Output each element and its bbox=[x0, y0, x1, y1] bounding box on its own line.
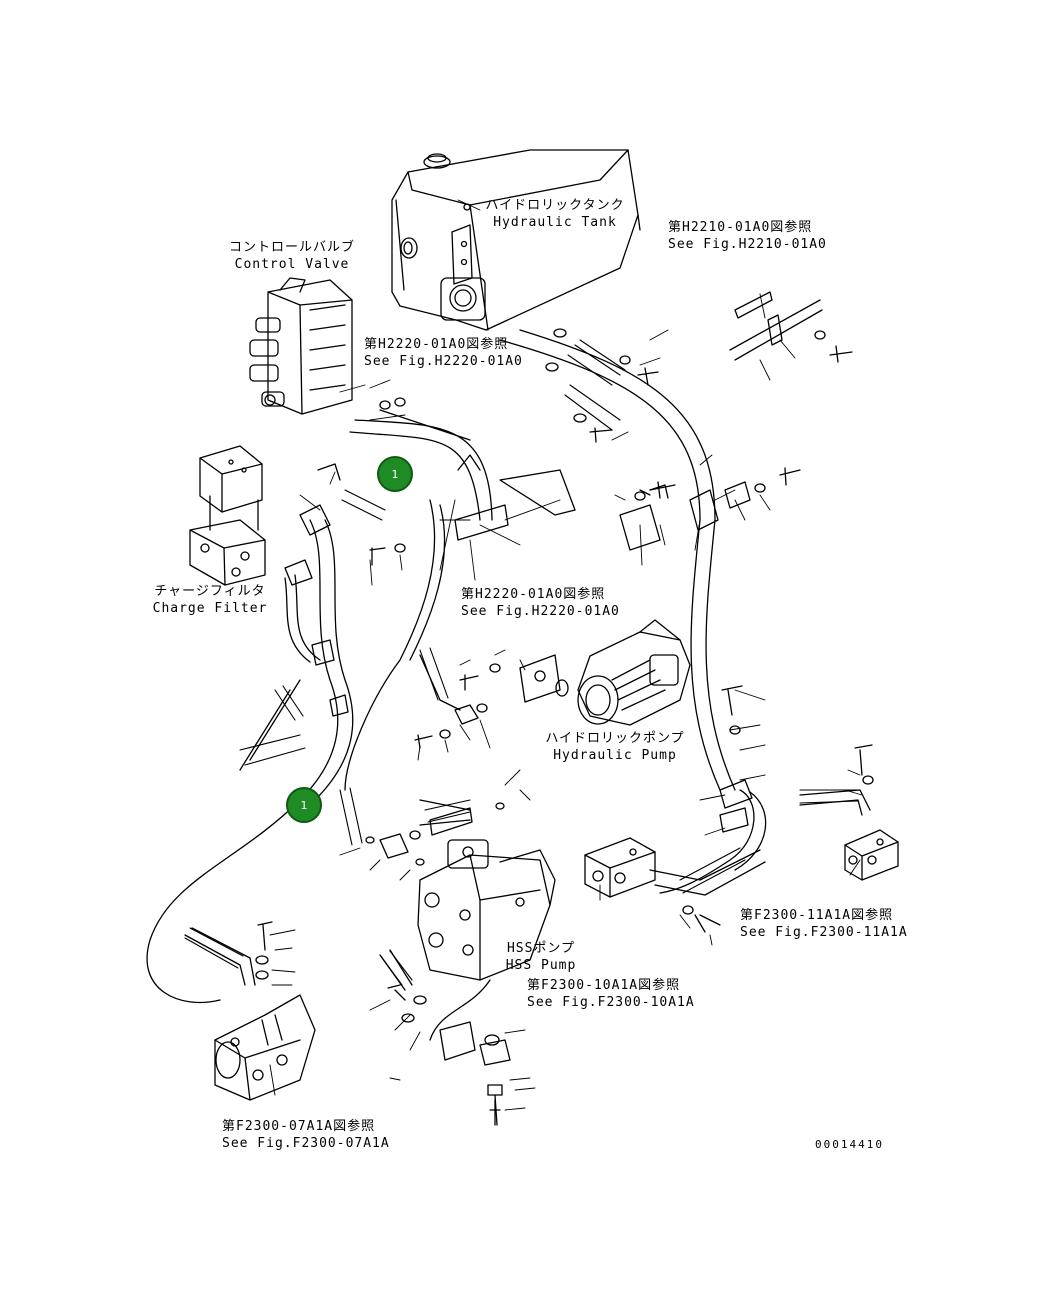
leader-lines bbox=[269, 199, 863, 1111]
charge-filter-label-en: Charge Filter bbox=[152, 601, 268, 616]
ref-h2220-top-jp: 第H2220-01A0図参照 bbox=[364, 337, 509, 352]
washers bbox=[255, 328, 874, 1046]
charge-filter-drawing bbox=[189, 445, 266, 586]
ref-f2300-10-en: See Fig.F2300-10A1A bbox=[527, 995, 695, 1010]
manifold-block-f2300-11 bbox=[844, 829, 899, 881]
hydraulic-pump-label-en: Hydraulic Pump bbox=[553, 748, 677, 763]
callout-marker-1-upper[interactable]: 1 bbox=[377, 456, 413, 492]
ref-f2300-07-en: See Fig.F2300-07A1A bbox=[222, 1136, 390, 1151]
control-valve-label-en: Control Valve bbox=[234, 257, 350, 272]
ref-f2300-10-jp: 第F2300-10A1A図参照 bbox=[527, 978, 681, 993]
hss-pump-label-jp: HSSポンプ bbox=[506, 941, 576, 956]
ref-f2300-11-jp: 第F2300-11A1A図参照 bbox=[740, 908, 894, 923]
ref-f2300-11-en: See Fig.F2300-11A1A bbox=[740, 925, 908, 940]
ref-f2300-07-jp: 第F2300-07A1A図参照 bbox=[222, 1119, 376, 1134]
ref-h2220-mid-en: See Fig.H2220-01A0 bbox=[461, 604, 620, 619]
callout-marker-1-lower[interactable]: 1 bbox=[286, 787, 322, 823]
hardware-parts bbox=[257, 291, 873, 1126]
hss-pump-label-en: HSS Pump bbox=[505, 958, 577, 973]
hose-sleeves bbox=[184, 339, 861, 986]
hydraulic-pump-label-jp: ハイドロリックポンプ bbox=[545, 731, 685, 746]
hydraulic-tank-label-en: Hydraulic Tank bbox=[493, 215, 617, 230]
ref-h2210-jp: 第H2210-01A0図参照 bbox=[668, 220, 813, 235]
hss-pump-drawing bbox=[417, 839, 556, 981]
hydraulic-pump-drawing bbox=[577, 619, 691, 726]
ref-h2220-top-en: See Fig.H2220-01A0 bbox=[364, 354, 523, 369]
hydraulic-tank-drawing bbox=[391, 149, 641, 331]
lower-pump-drawing bbox=[214, 994, 316, 1101]
charge-filter-label-jp: チャージフィルタ bbox=[154, 584, 266, 599]
control-valve-drawing bbox=[249, 277, 353, 415]
ref-h2220-mid-jp: 第H2220-01A0図参照 bbox=[461, 587, 606, 602]
hydraulic-tank-label-jp: ハイドロリックタンク bbox=[485, 198, 625, 213]
ref-h2210-en: See Fig.H2210-01A0 bbox=[668, 237, 827, 252]
drawing-number: 00014410 bbox=[815, 1138, 884, 1151]
hose-lines bbox=[146, 329, 871, 1041]
control-valve-label-jp: コントロールバルブ bbox=[228, 240, 355, 255]
manifold-block-f2300-10 bbox=[584, 837, 656, 898]
